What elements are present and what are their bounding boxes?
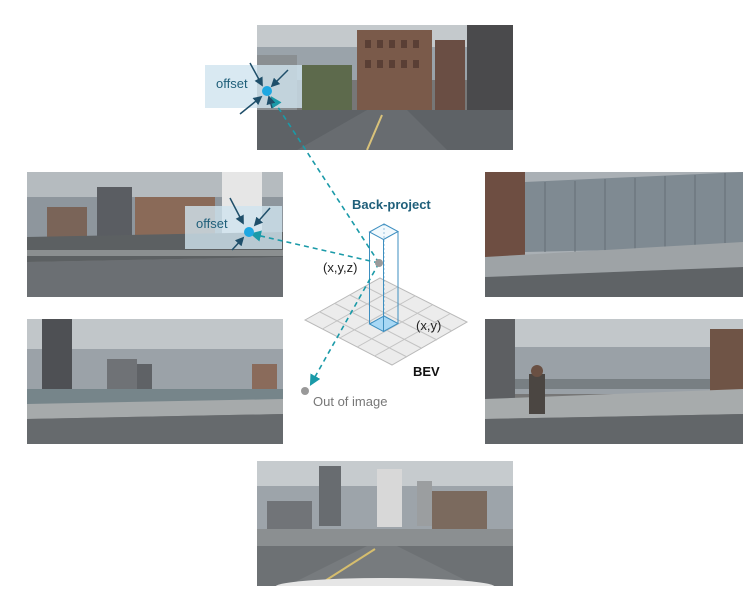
projection-line-front [270, 96, 380, 264]
camera-image-back-right [485, 319, 743, 444]
sample-point-left [244, 227, 254, 237]
camera-image-back-left [27, 319, 283, 444]
back-project-label: Back-project [352, 197, 431, 212]
offset-label-left: offset [196, 216, 228, 231]
offset-arrows-top [239, 62, 289, 115]
camera-image-back [257, 461, 513, 586]
bev-grid [303, 277, 469, 366]
camera-image-front-right [485, 172, 743, 297]
xyz-point [375, 259, 383, 267]
out-of-image-point [301, 387, 309, 395]
offset-label-top: offset [216, 76, 248, 91]
xyz-label: (x,y,z) [323, 260, 358, 275]
xy-label: (x,y) [416, 318, 442, 333]
projection-line-front-left [249, 230, 380, 264]
offset-arrows-left [229, 197, 271, 251]
sample-point-top [262, 86, 272, 96]
camera-image-front [257, 25, 513, 150]
bev-label: BEV [413, 364, 440, 379]
out-of-image-label: Out of image [313, 394, 388, 409]
